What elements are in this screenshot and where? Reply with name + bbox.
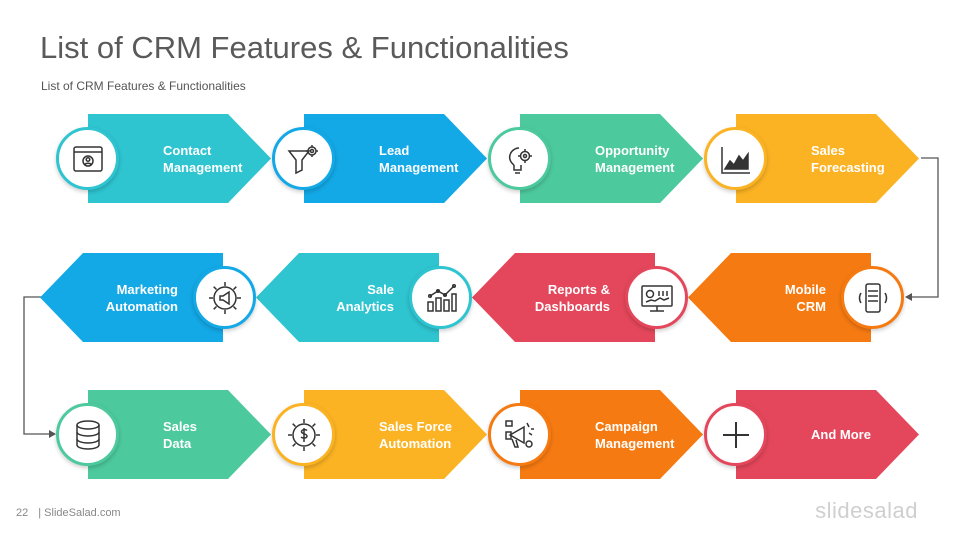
arrow-shape — [304, 390, 487, 479]
contact-card-icon — [72, 145, 103, 172]
icon-circle — [409, 266, 472, 329]
arrow-shape — [736, 390, 919, 479]
arrow-shape — [472, 253, 655, 342]
icon-circle — [704, 127, 767, 190]
mobile-phone-icon — [858, 282, 887, 313]
arrow-shape — [304, 114, 487, 203]
slide-footer: 22 | SlideSalad.com — [16, 507, 121, 519]
connector-row1-row2 — [909, 157, 939, 298]
icon-circle — [841, 266, 904, 329]
feature-and-more: And More — [704, 390, 951, 479]
feature-label: And More — [811, 427, 871, 442]
funnel-gear-icon — [286, 144, 318, 174]
page-subtitle: List of CRM Features & Functionalities — [41, 79, 246, 93]
icon-circle — [625, 266, 688, 329]
arrow-shape — [40, 253, 223, 342]
arrow-shape — [688, 253, 871, 342]
icon-circle — [272, 403, 335, 466]
icon-circle — [488, 127, 551, 190]
feature-label: Reports &Dashboards — [534, 281, 610, 314]
icon-circle — [488, 403, 551, 466]
arrow-shape — [520, 390, 703, 479]
connector-arrowhead-2 — [49, 430, 56, 438]
feature-reports-dashboards: Reports &Dashboards — [472, 253, 688, 342]
icon-circle — [56, 127, 119, 190]
connector-row2-row3 — [23, 296, 50, 435]
connector-arrowhead-1 — [905, 293, 912, 301]
icon-circle — [704, 403, 767, 466]
slidesalad-logo: slidesalad — [815, 498, 918, 523]
icon-circle — [56, 403, 119, 466]
megaphone-icon — [504, 419, 534, 448]
arrow-shape — [520, 114, 703, 203]
arrow-shape — [88, 114, 271, 203]
bar-chart-icon — [426, 283, 457, 312]
plus-icon — [722, 421, 749, 448]
page-title: List of CRM Features & Functionalities — [40, 30, 569, 65]
footer-site: | SlideSalad.com — [38, 507, 121, 519]
icon-circle — [272, 127, 335, 190]
gear-megaphone-icon — [208, 281, 241, 314]
dollar-gear-icon — [287, 418, 320, 451]
area-chart-icon — [720, 146, 750, 174]
icon-circle — [193, 266, 256, 329]
arrow-shape — [736, 114, 919, 203]
monitor-dashboard-icon — [640, 284, 673, 312]
arrow-shape — [256, 253, 439, 342]
arrow-shape — [88, 390, 271, 479]
page-number: 22 — [16, 507, 29, 519]
database-icon — [75, 419, 100, 450]
lightbulb-gear-icon — [508, 146, 532, 174]
